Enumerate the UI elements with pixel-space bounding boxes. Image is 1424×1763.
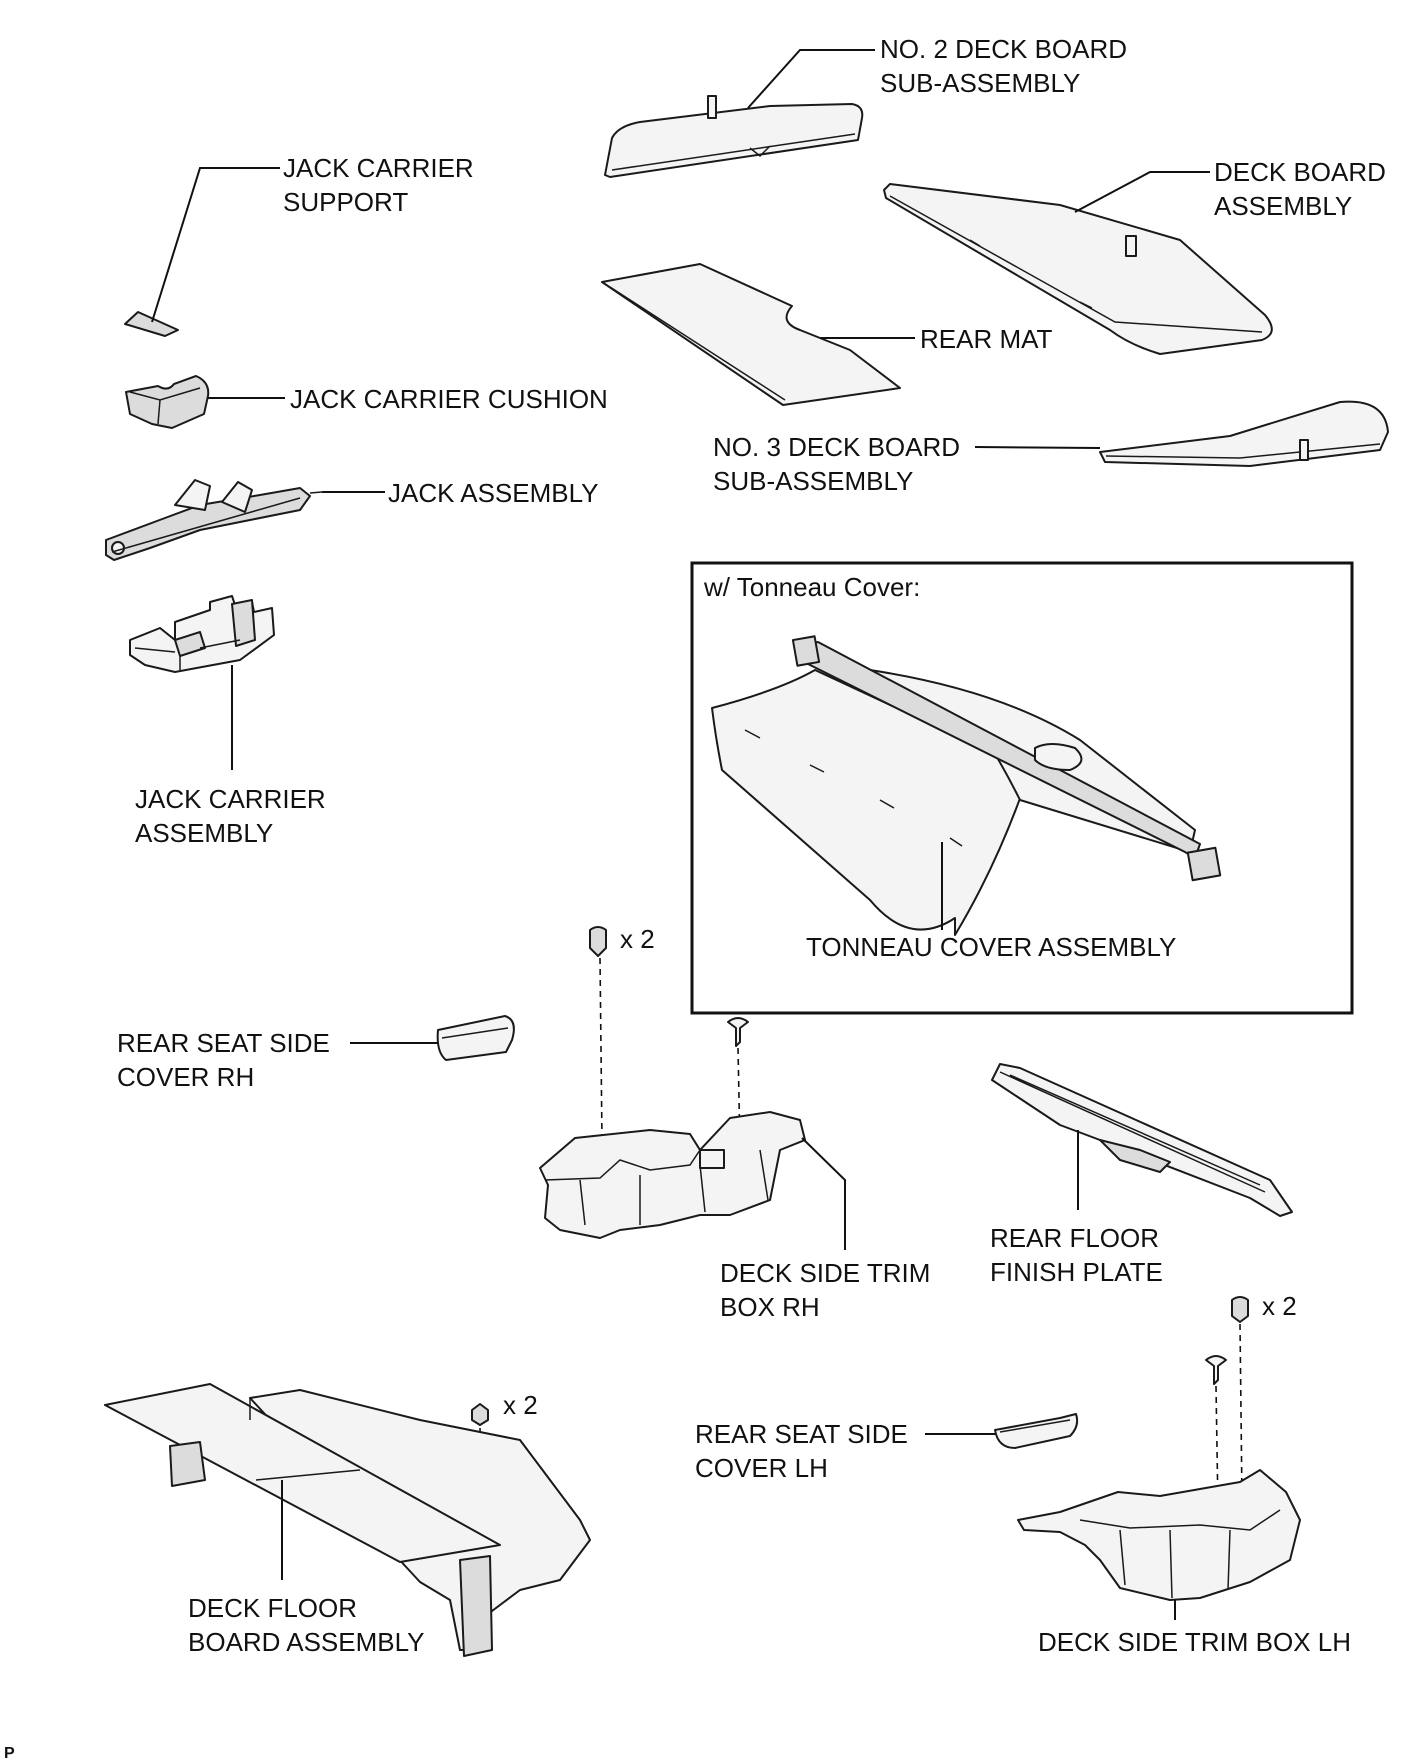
clip-icon — [589, 926, 607, 957]
rear-seat-side-cover-rh-label: REAR SEAT SIDE COVER RH — [117, 1028, 337, 1092]
rear-mat-part — [601, 263, 901, 406]
no3-deck-board-label: NO. 3 DECK BOARD SUB-ASSEMBLY — [713, 432, 967, 496]
rear-floor-finish-plate-label: REAR FLOOR FINISH PLATE — [990, 1223, 1166, 1287]
deck-floor-board-assembly-label: DECK FLOOR BOARD ASSEMBLY — [188, 1593, 425, 1657]
deck-side-trim-box-lh-label: DECK SIDE TRIM BOX LH — [1038, 1627, 1351, 1657]
tonneau-cover-assembly-part — [711, 635, 1222, 936]
jack-carrier-support-part — [124, 311, 179, 337]
nut-icon — [1205, 1355, 1227, 1385]
nut-icon — [471, 1403, 489, 1426]
deck-floor-board-assembly-part — [104, 1383, 591, 1657]
jack-carrier-assembly-label: JACK CARRIER ASSEMBLY — [135, 784, 333, 848]
clip-qty-rh: x 2 — [620, 924, 655, 954]
no2-deck-board-label: NO. 2 DECK BOARD SUB-ASSEMBLY — [880, 34, 1134, 98]
nut-icon — [727, 1017, 749, 1047]
clip-qty-lh: x 2 — [1262, 1291, 1297, 1321]
jack-assembly-part — [105, 479, 323, 561]
deck-side-trim-box-rh-part — [539, 1111, 806, 1239]
rear-seat-side-cover-lh-part — [994, 1413, 1079, 1449]
jack-assembly-label: JACK ASSEMBLY — [388, 478, 599, 508]
rear-floor-finish-plate-part — [991, 1063, 1293, 1217]
tonneau-cover-header: w/ Tonneau Cover: — [703, 572, 920, 602]
jack-carrier-cushion-label: JACK CARRIER CUSHION — [290, 384, 608, 414]
deck-side-trim-box-rh-label: DECK SIDE TRIM BOX RH — [720, 1258, 938, 1322]
no3-deck-board-part — [1099, 400, 1389, 467]
clip-icon — [1231, 1296, 1249, 1323]
no2-deck-board-part — [604, 95, 864, 178]
rear-mat-label: REAR MAT — [920, 324, 1053, 354]
jack-carrier-support-label: JACK CARRIER SUPPORT — [283, 153, 481, 217]
rear-seat-side-cover-rh-part — [436, 1015, 515, 1061]
jack-carrier-cushion-part — [125, 375, 210, 429]
nut-qty-floor: x 2 — [503, 1390, 538, 1420]
rear-seat-side-cover-lh-label: REAR SEAT SIDE COVER LH — [695, 1419, 915, 1483]
page-mark: P — [4, 1745, 15, 1762]
tonneau-cover-assembly-label: TONNEAU COVER ASSEMBLY — [806, 932, 1176, 962]
deck-board-assembly-part — [883, 183, 1273, 355]
jack-carrier-assembly-part — [129, 595, 275, 673]
tonneau-cover-frame — [690, 561, 1354, 1015]
deck-side-trim-box-lh-part — [1017, 1469, 1301, 1601]
deck-board-assembly-label: DECK BOARD ASSEMBLY — [1214, 157, 1393, 221]
